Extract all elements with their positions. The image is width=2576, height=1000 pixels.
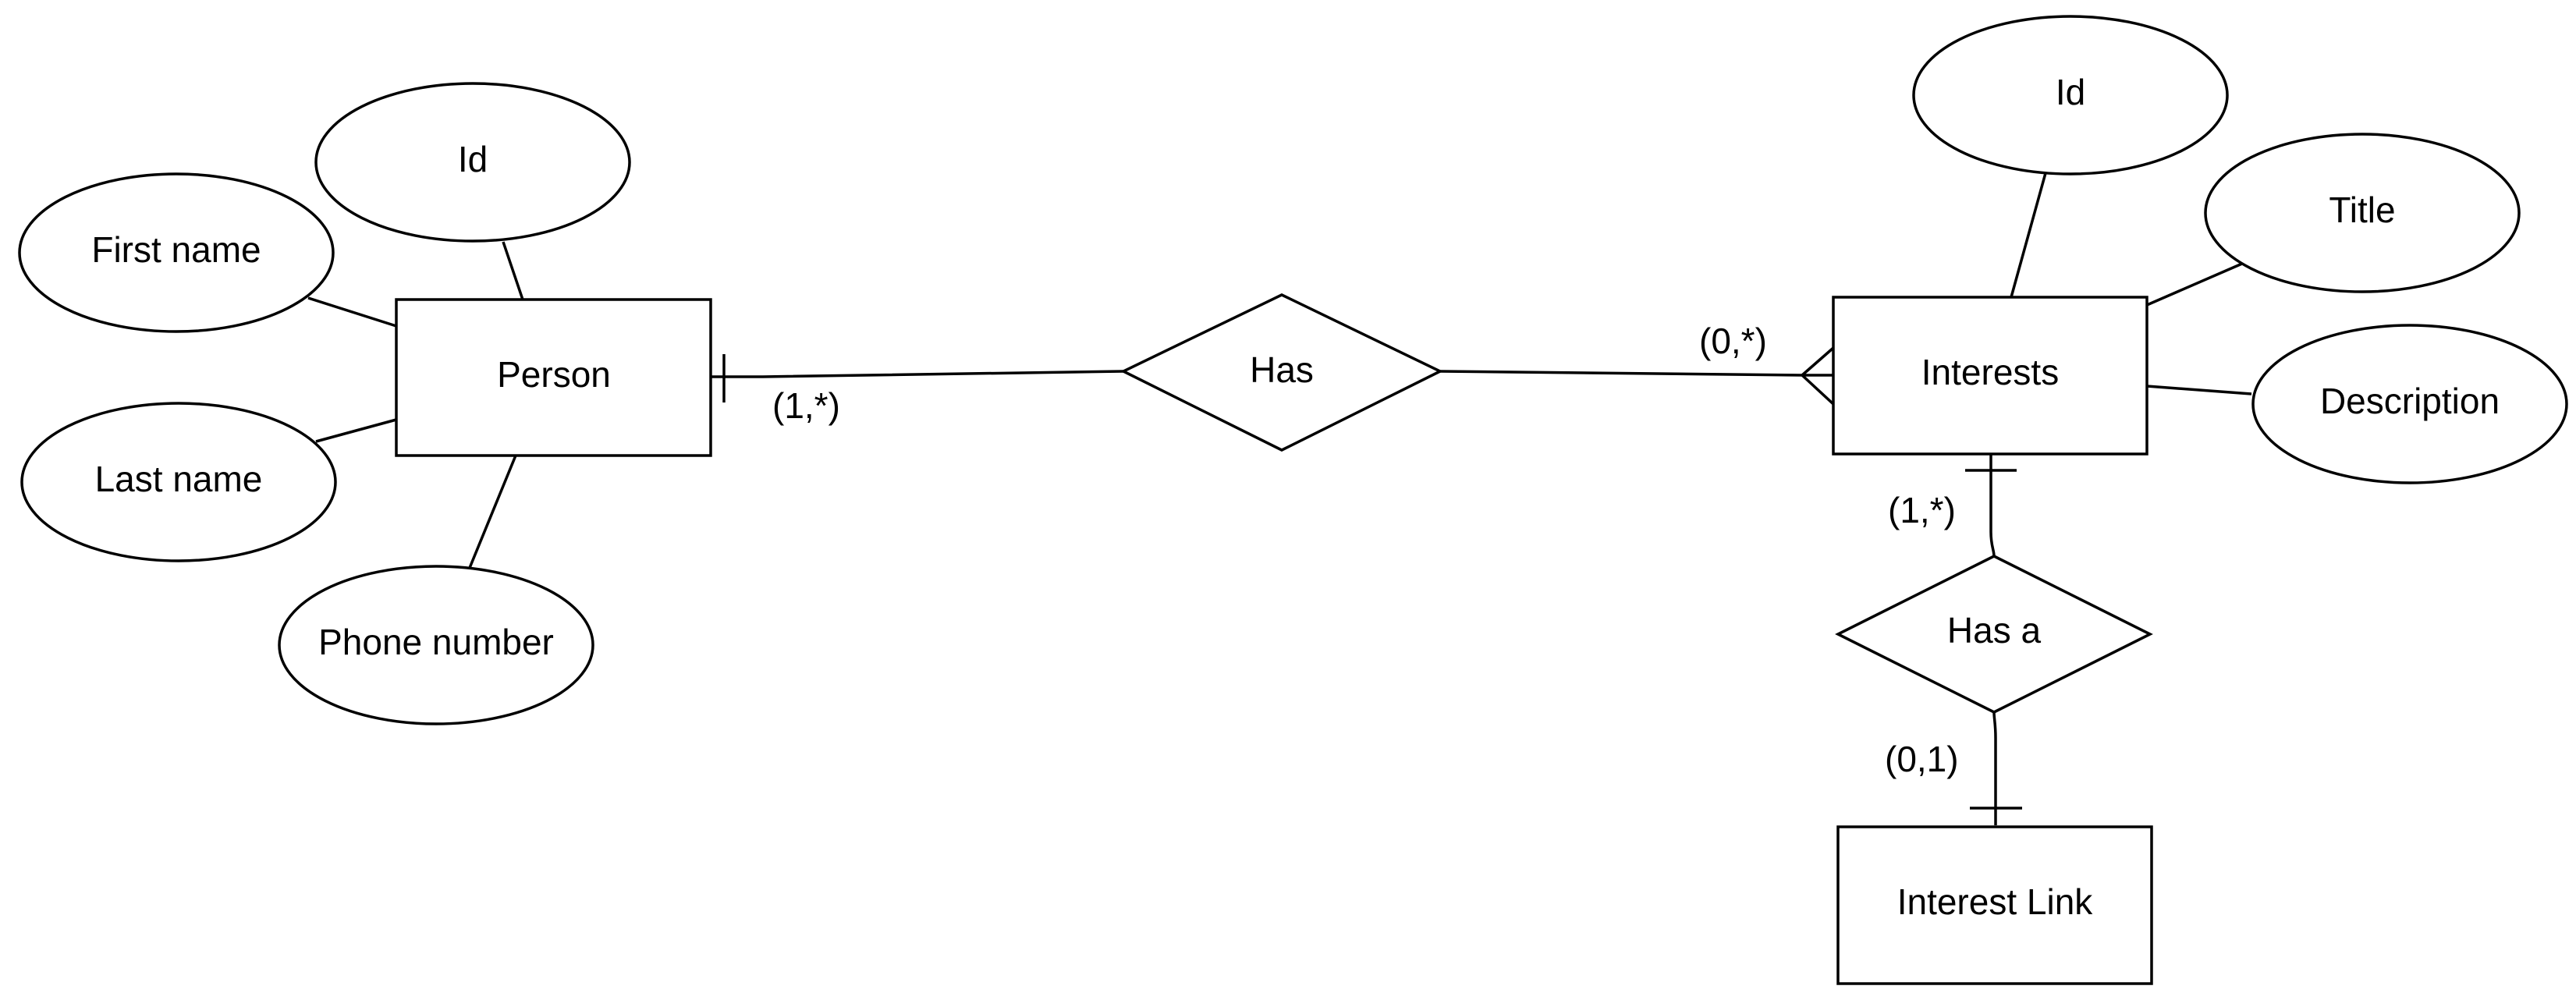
cardinality-interests-has-a: (1,*) [1888,490,1956,530]
connector-interests-description [2146,385,2252,395]
connector-person-last-name [315,418,397,443]
person-entity-group: Person Id First name Last name Phone num… [18,82,712,725]
attribute-last-name[interactable]: Last name [20,402,337,562]
cardinality-has-a-interest-link: (0,1) [1885,739,1959,779]
connector-interests-id [2010,172,2047,298]
connectors [307,172,2252,825]
cardinality-has-interests: (0,*) [1699,321,1767,361]
entity-person-label: Person [497,354,611,395]
relationship-has-a-label: Has a [1947,610,2042,651]
attribute-title-label: Title [2329,190,2395,230]
attribute-interests-id[interactable]: Id [1912,15,2229,176]
cardinality-person-has: (1,*) [772,385,840,426]
attribute-title[interactable]: Title [2204,133,2521,293]
connector-interests-has-a [1989,454,1996,557]
crow-foot-many-interests-bottom [1801,374,1835,406]
relationship-has[interactable]: Has [1120,293,1443,452]
crow-foot-many-interests-top [1801,346,1835,377]
attribute-description[interactable]: Description [2251,324,2568,484]
connector-has-interests [1439,370,1833,377]
relationship-has-label: Has [1250,349,1314,390]
entity-interest-link-label: Interest Link [1897,881,2094,922]
attribute-interests-id-label: Id [2056,72,2085,112]
attribute-first-name-label: First name [91,229,261,270]
entity-interest-link[interactable]: Interest Link [1836,825,2153,985]
connector-has-a-interest-link [1992,711,1997,825]
relationship-has-a[interactable]: Has a [1835,555,2153,714]
attribute-first-name[interactable]: First name [18,172,335,333]
attribute-person-id[interactable]: Id [314,82,631,243]
connector-interests-title [2146,262,2243,307]
cardinality-labels: (1,*) (0,*) (1,*) (0,1) [772,321,1959,779]
connector-person-has [711,370,1124,378]
connector-person-first-name [307,296,397,328]
attribute-phone-number-label: Phone number [318,622,554,662]
attribute-description-label: Description [2320,381,2500,421]
attribute-last-name-label: Last name [95,459,263,499]
interests-entity-group: Interests Id Title Description [1832,15,2568,484]
attribute-person-id-label: Id [458,139,488,179]
entity-interests[interactable]: Interests [1832,296,2148,456]
entity-person[interactable]: Person [395,298,712,457]
connector-person-phone-number [468,455,517,569]
entity-interests-label: Interests [1921,352,2059,392]
connector-person-id [502,241,524,300]
attribute-phone-number[interactable]: Phone number [278,565,594,725]
